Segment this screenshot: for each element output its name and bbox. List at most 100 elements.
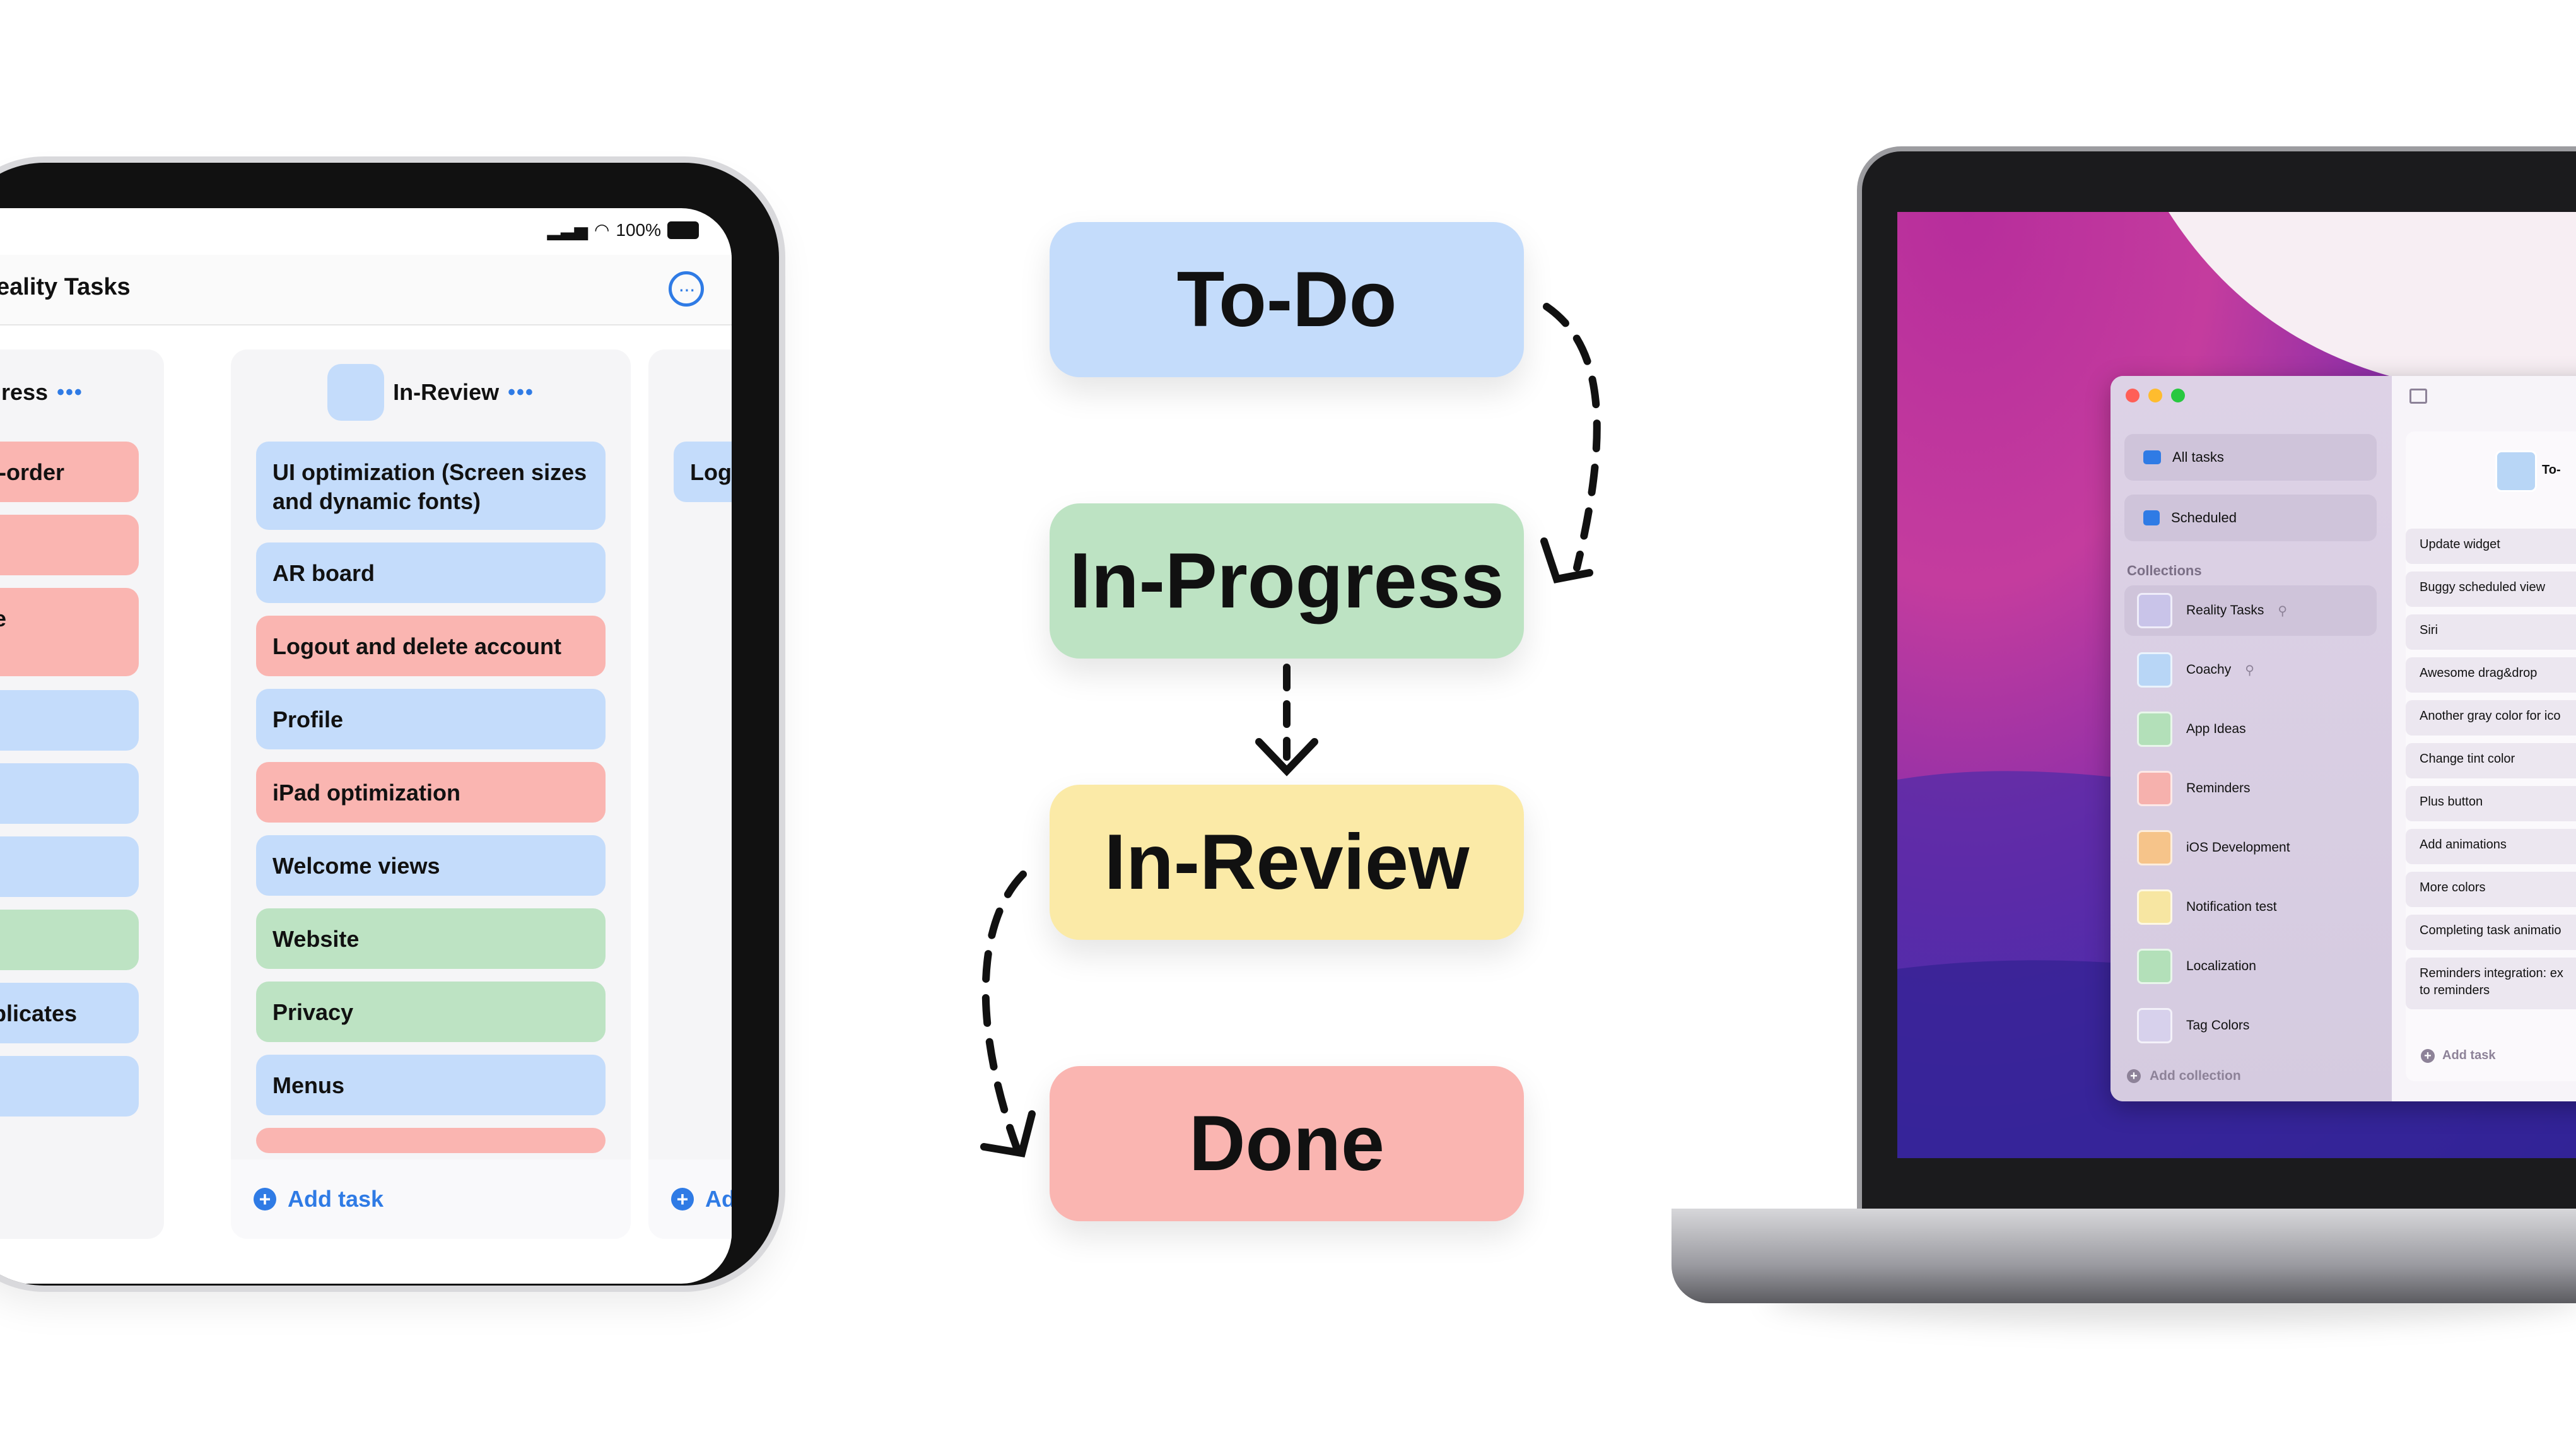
add-task-button[interactable]: + Ad (671, 1186, 732, 1212)
zoom-window-button[interactable] (2171, 389, 2185, 402)
collection-name: Localization (2186, 959, 2256, 973)
calendar-icon (2143, 510, 2160, 525)
arrowhead-progress-to-review (1255, 738, 1318, 777)
collection-item[interactable]: Coachy ⚲ (2124, 645, 2377, 695)
macbook-base (1671, 1209, 2576, 1303)
task-row[interactable]: Reminders integration: ex to reminders (2406, 958, 2576, 1009)
task-card[interactable]: Privacy (256, 982, 606, 1042)
plus-circle-icon: + (2421, 1048, 2435, 1063)
status-bar: ▂▃▅ ◠ 100% (547, 220, 699, 240)
task-list-panel: To- Update widget Buggy scheduled view S… (2392, 376, 2576, 1101)
task-card[interactable]: w duplicates (0, 983, 139, 1043)
collection-item[interactable]: Localization (2124, 941, 2377, 992)
app-window: All tasks Scheduled Collections Reality … (2111, 376, 2576, 1101)
collection-name: App Ideas (2186, 722, 2246, 736)
task-card[interactable]: o (0, 836, 139, 897)
collection-icon (2137, 593, 2172, 628)
navigation-bar: eality Tasks ··· (0, 255, 732, 325)
plus-icon: + (671, 1188, 694, 1210)
column-title: In-Review (393, 379, 500, 405)
collection-icon (2137, 1008, 2172, 1043)
task-row[interactable]: Awesome drag&drop (2406, 657, 2576, 693)
column-footer: + Ad (648, 1159, 732, 1239)
task-card[interactable]: & pre-order (0, 442, 139, 502)
column-menu-button[interactable]: ••• (57, 380, 83, 404)
task-row[interactable]: Another gray color for ico (2406, 700, 2576, 736)
task-text: to reminders (2420, 983, 2490, 997)
stage-done: Done (1050, 1066, 1524, 1221)
stage-todo: To-Do (1050, 222, 1524, 377)
column-color-swatch (327, 364, 385, 421)
column-header: In-Review ••• (231, 364, 631, 421)
add-task-label: Add task (2442, 1048, 2496, 1062)
collection-name: Reality Tasks (2186, 603, 2264, 618)
sidebar-toggle-icon[interactable] (2409, 389, 2427, 404)
task-row[interactable]: Plus button (2406, 786, 2576, 821)
add-task-button[interactable]: + Add task (254, 1186, 383, 1212)
collection-icon (2137, 949, 2172, 984)
wifi-icon: ◠ (594, 220, 610, 240)
task-card[interactable]: ample (0, 588, 139, 676)
task-card[interactable]: Logo (674, 442, 732, 502)
sidebar-item-label: All tasks (2172, 449, 2224, 465)
battery-label: 100% (616, 220, 661, 240)
collection-item[interactable]: Reality Tasks ⚲ (2124, 585, 2377, 636)
collection-icon (2495, 450, 2537, 492)
sidebar-item-all-tasks[interactable]: All tasks (2124, 434, 2377, 481)
task-card[interactable] (0, 515, 139, 575)
arrow-todo-to-progress (1543, 303, 1601, 572)
column-header: Progress ••• (0, 372, 164, 413)
task-card[interactable]: Welcome views (256, 835, 606, 896)
task-card[interactable]: Website (256, 908, 606, 969)
arrow-review-to-done (981, 870, 1027, 1152)
collections-header: Collections (2127, 563, 2202, 578)
task-card[interactable] (0, 1056, 139, 1117)
sidebar-item-scheduled[interactable]: Scheduled (2124, 495, 2377, 541)
task-row[interactable]: Siri (2406, 614, 2576, 650)
task-card[interactable]: Profile (256, 689, 606, 749)
task-card[interactable]: ign (0, 910, 139, 970)
plus-icon: + (254, 1188, 276, 1210)
collection-name: Coachy (2186, 662, 2232, 677)
column-menu-button[interactable]: ••• (508, 380, 534, 404)
task-card[interactable] (0, 690, 139, 751)
task-card[interactable]: Menus (256, 1055, 606, 1115)
collection-item[interactable]: Tag Colors (2124, 1000, 2377, 1051)
more-options-button[interactable]: ··· (669, 271, 704, 307)
task-card[interactable]: UI optimization (Screen sizes and dynami… (256, 442, 606, 530)
task-card-partial[interactable] (256, 1128, 606, 1153)
ellipsis-icon: ··· (678, 278, 696, 300)
task-row[interactable]: Add animations (2406, 829, 2576, 864)
add-task-button[interactable]: + Add task (2421, 1048, 2495, 1063)
task-row[interactable]: More colors (2406, 872, 2576, 907)
minimize-window-button[interactable] (2148, 389, 2162, 402)
add-task-label: Ad (705, 1186, 732, 1212)
task-card[interactable]: Logout and delete account (256, 616, 606, 676)
add-collection-button[interactable]: + Add collection (2127, 1069, 2241, 1084)
column-footer: + Add task (231, 1159, 631, 1239)
stage-in-review: In-Review (1050, 785, 1524, 940)
ipad-device: ▂▃▅ ◠ 100% eality Tasks ··· Progress •••… (0, 163, 779, 1286)
collection-item[interactable]: iOS Development (2124, 823, 2377, 873)
pin-icon: ⚲ (2245, 663, 2254, 677)
tray-icon (2143, 450, 2161, 464)
sidebar-item-label: Scheduled (2171, 510, 2237, 525)
task-row[interactable]: Change tint color (2406, 743, 2576, 778)
task-row[interactable]: Completing task animatio (2406, 915, 2576, 950)
close-window-button[interactable] (2126, 389, 2140, 402)
collection-name: Notification test (2186, 900, 2277, 914)
collection-icon (2137, 889, 2172, 925)
task-row[interactable]: Update widget (2406, 529, 2576, 564)
collection-item[interactable]: Notification test (2124, 882, 2377, 932)
collection-icon (2137, 771, 2172, 806)
signal-icon: ▂▃▅ (547, 220, 588, 240)
collection-item[interactable]: Reminders (2124, 763, 2377, 814)
board-column-in-progress: Progress ••• & pre-order ample o ign w d… (0, 349, 164, 1239)
ipad-screen: ▂▃▅ ◠ 100% eality Tasks ··· Progress •••… (0, 208, 732, 1284)
task-row[interactable]: Buggy scheduled view (2406, 572, 2576, 607)
task-card[interactable]: AR board (256, 542, 606, 603)
task-card[interactable]: iPad optimization (256, 762, 606, 823)
collection-item[interactable]: App Ideas (2124, 704, 2377, 754)
task-card[interactable] (0, 763, 139, 824)
